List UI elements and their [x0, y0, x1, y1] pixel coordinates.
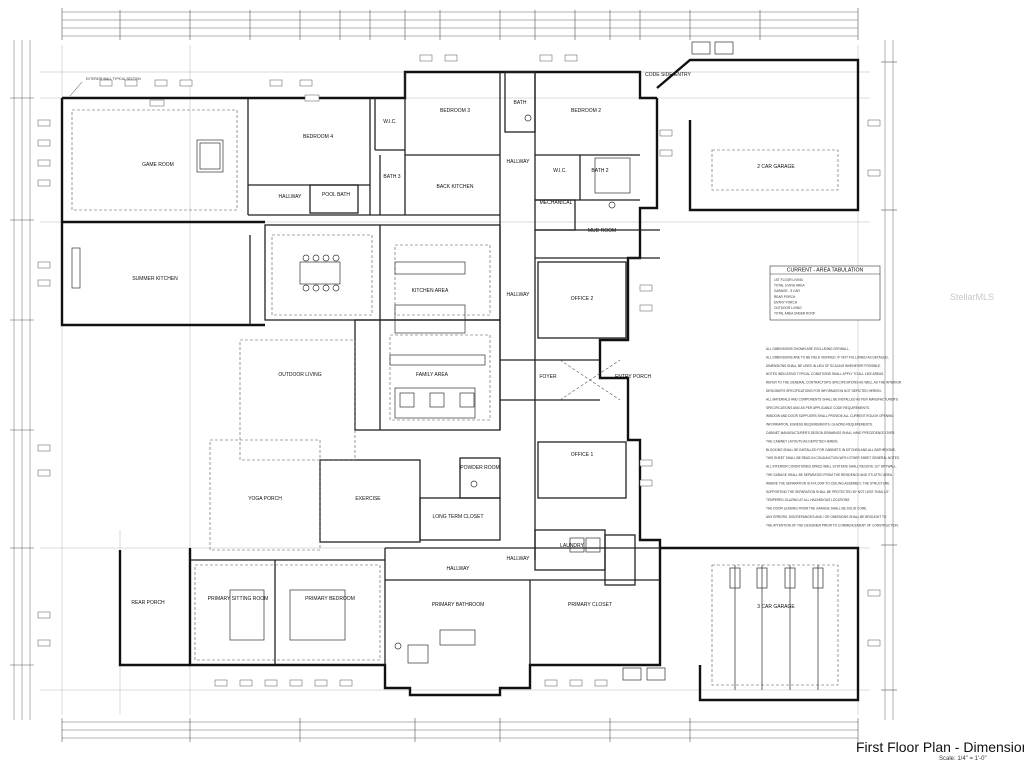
room-label: BEDROOM 3 — [440, 108, 470, 114]
area-table-row: TOTAL LIVING AREA — [774, 284, 805, 288]
callout-text: EXTERIOR WALL TYPICAL SECTION — [86, 77, 141, 81]
area-table-row: ENTRY PORCH — [774, 300, 798, 304]
room-label: OFFICE 1 — [571, 452, 594, 458]
general-note: THE ATTENTION OF THE DESIGNER PRIOR TO C… — [766, 523, 899, 527]
general-note: THIS SHEET SHALL BE READ IN CONJUNCTION … — [766, 456, 900, 460]
exterior-wall-callout: EXTERIOR WALL TYPICAL SECTION — [69, 77, 141, 97]
general-note: INFORMATION, EGRESS REQUIREMENTS, GLAZIN… — [766, 423, 873, 427]
general-notes: ALL DIMENSIONS SHOWN ARE EXCLUDING DRYWA… — [766, 347, 902, 527]
room-label: ENTRY PORCH — [615, 374, 652, 380]
general-note: TEMPERED GLAZING AT ALL HAZARDOUS LOCATI… — [766, 498, 850, 502]
room-label: HALLWAY — [279, 194, 303, 200]
general-note: CABINET MANUFACTURER'S DESIGN DRAWINGS S… — [766, 431, 895, 435]
watermark: StellarMLS — [950, 292, 995, 302]
area-table-row: TOTAL AREA UNDER ROOF — [774, 312, 815, 316]
window-tags — [37, 54, 881, 687]
room-label: EXERCISE — [355, 496, 381, 502]
dimension-strings — [13, 11, 894, 739]
general-note: WINDOW AND DOOR SUPPLIERS SHALL PROVIDE … — [766, 414, 894, 418]
room-label: PRIMARY BEDROOM — [305, 596, 355, 602]
general-note: DESIGNER'S SPECIFICATIONS FOR INFORMATIO… — [766, 389, 882, 393]
dimension-ticks — [10, 8, 897, 742]
area-table-row: GARAGE - 5 CAR — [774, 289, 801, 293]
room-label: W.I.C. — [553, 168, 567, 174]
interior-walls — [190, 71, 660, 665]
room-label: PRIMARY SITTING ROOM — [208, 596, 269, 602]
general-note: THE CABINET LAYOUTS AS DEPICTED HEREIN. — [766, 439, 838, 443]
general-note: ALL DIMENSIONS SHOWN ARE EXCLUDING DRYWA… — [766, 347, 850, 351]
room-label: BATH 2 — [591, 168, 608, 174]
general-note: THE GARAGE SHALL BE SEPARATED FROM THE R… — [766, 473, 893, 477]
general-note: DIMENSIONS SHALL BE USED IN LIEU OF SCAL… — [766, 364, 881, 368]
room-label: HALLWAY — [507, 159, 531, 165]
room-label: BEDROOM 4 — [303, 134, 333, 140]
general-note: REFER TO THE GENERAL CONTRACTOR'S SPECIF… — [766, 381, 902, 385]
sheet-title: First Floor Plan - Dimensioned — [856, 739, 1024, 755]
area-table-rows: 1ST FLOOR LIVING TOTAL LIVING AREAGARAGE … — [774, 278, 815, 316]
room-label: REAR PORCH — [131, 600, 165, 606]
reference-lines — [40, 45, 870, 715]
furniture — [71, 41, 734, 681]
room-label: BATH 3 — [383, 174, 400, 180]
room-label: LONG TERM CLOSET — [432, 514, 483, 520]
area-table-row: 1ST FLOOR LIVING — [774, 278, 804, 282]
room-label: PRIMARY CLOSET — [568, 602, 612, 608]
area-tabulation: CURRENT - AREA TABULATION 1ST FLOOR LIVI… — [769, 265, 881, 321]
room-label: BACK KITCHEN — [437, 184, 474, 190]
room-label: HALLWAY — [507, 556, 531, 562]
room-label: MUD ROOM — [588, 228, 616, 234]
room-label: POOL BATH — [322, 192, 350, 198]
general-note: NOTES INDICATING TYPICAL CONDITIONS SHAL… — [766, 372, 884, 376]
room-label: KITCHEN AREA — [412, 288, 449, 294]
general-note: ALL DIMENSIONS ARE TO BE FIELD VERIFIED.… — [766, 355, 889, 359]
overhead-lines — [71, 109, 839, 686]
area-table-heading: CURRENT - AREA TABULATION — [787, 268, 864, 274]
room-label: OFFICE 2 — [571, 296, 594, 302]
area-table-row: REAR PORCH — [774, 295, 796, 299]
room-label: FOYER — [539, 374, 557, 380]
room-label: GAME ROOM — [142, 162, 174, 168]
room-label: POWDER ROOM — [460, 465, 499, 471]
room-label: PRIMARY BATHROOM — [432, 602, 485, 608]
room-label: FAMILY AREA — [416, 372, 449, 378]
exterior-walls — [60, 58, 860, 702]
room-label: CODE SIDE ENTRY — [645, 72, 691, 78]
room-label: LAUNDRY — [560, 543, 584, 549]
room-label: HALLWAY — [507, 292, 531, 298]
general-note: ALL MATERIALS AND COMPONENTS SHALL BE IN… — [766, 397, 898, 401]
general-note: ANY ERRORS, DISCREPANCIES AND / OR OMISS… — [766, 515, 887, 519]
room-label: MECHANICAL — [540, 200, 573, 206]
general-note: ALL INTERIOR CONDITIONED SPACE WALL SYST… — [766, 465, 897, 469]
room-label: BEDROOM 2 — [571, 108, 601, 114]
area-table-row: OUTDOOR LIVING — [774, 306, 802, 310]
garage-stalls — [729, 565, 824, 690]
room-label: OUTDOOR LIVING — [278, 372, 321, 378]
room-label: BATH — [514, 100, 527, 106]
general-note: WHERE THE SEPARATION IS A FLOOR-TO-CEILI… — [766, 481, 890, 485]
room-label: 3 CAR GARAGE — [757, 604, 795, 610]
room-label: YOGA PORCH — [248, 496, 282, 502]
room-label: HALLWAY — [447, 566, 471, 572]
room-label: SUMMER KITCHEN — [132, 276, 178, 282]
general-note: SUPPORTING THE SEPARATION SHALL BE PROTE… — [766, 490, 889, 494]
room-labels: GAME ROOM BEDROOM 4 W.I.C. BEDROOM 3 BAT… — [131, 72, 795, 610]
general-note: THE DOOR LEADING FROM THE GARAGE SHALL B… — [766, 507, 867, 511]
scale-note: Scale: 1/4" = 1'-0" — [939, 756, 987, 762]
room-label: W.I.C. — [383, 119, 397, 125]
general-note: BLOCKING SHALL BE INSTALLED FOR CABINETS… — [766, 448, 896, 452]
general-note: SPECIFICATIONS AND AS PER APPLICABLE COD… — [766, 406, 870, 410]
room-label: 2 CAR GARAGE — [757, 164, 795, 170]
